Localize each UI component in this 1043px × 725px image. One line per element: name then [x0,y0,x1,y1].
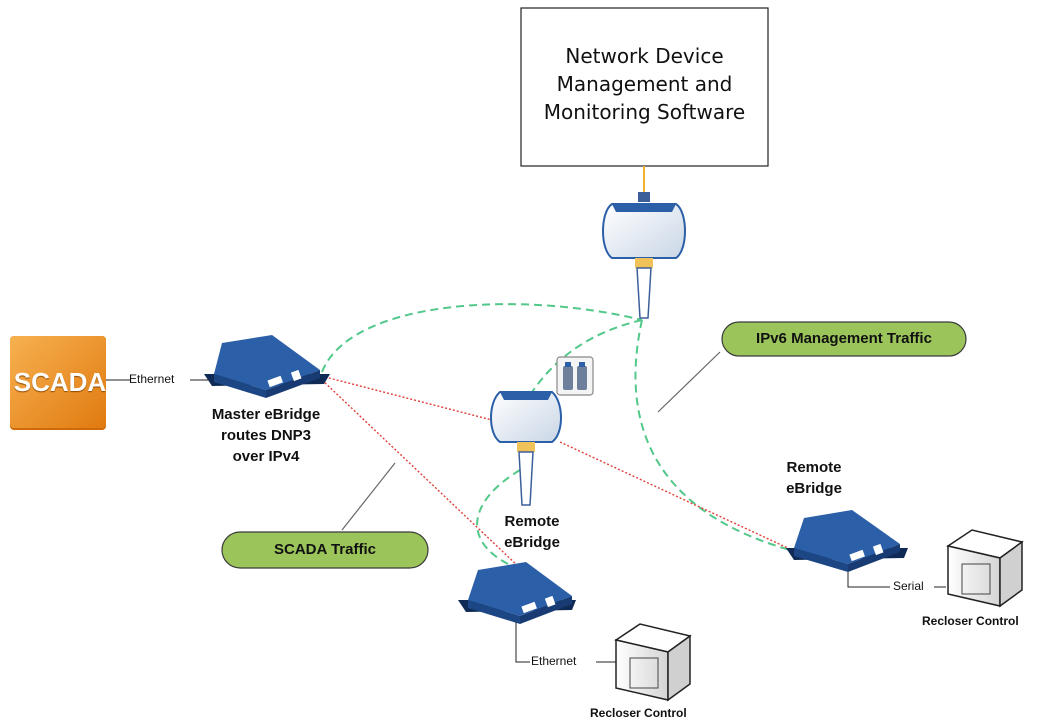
nms-label: Network Device Management and Monitoring… [522,42,767,126]
master-label-line3: over IPv4 [232,448,300,465]
recloser-right-label: Recloser Control [922,614,1019,628]
ipv6-callout-pill [721,321,967,357]
right-ebridge-device [786,510,908,572]
mgmt-path-remote-bottom [476,469,521,566]
master-ebridge-device [204,335,330,398]
scada-master-ethernet-label: Ethernet [129,372,175,386]
remote-right-label: Remote eBridge [762,457,866,499]
right-serial-label: Serial [893,579,924,593]
mgmt-path-master [321,303,643,373]
remote-center-line2: eBridge [504,534,560,551]
nms-box [520,7,769,167]
ipv6-callout-text: IPv6 Management Traffic [756,330,932,347]
master-ebridge-label: Master eBridge routes DNP3 over IPv4 [196,404,336,467]
mgmt-path-remote-center [529,319,643,396]
scada-path-master-bottom [321,379,521,569]
remote-right-line1: Remote [786,459,842,476]
scada-icon [10,336,106,430]
right-serial-link [847,572,946,588]
mgmt-path-remote-right [634,319,791,551]
nms-label-line2: Management and [556,72,733,96]
remote-center-line1: Remote [504,513,560,530]
scada-callout-pill [221,531,429,569]
bottom-ethernet-link [515,622,616,663]
remote-right-line2: eBridge [786,480,842,497]
scada-path-master-center [324,376,493,421]
nms-label-line1: Network Device [565,44,724,68]
bottom-ebridge-device [458,562,576,624]
scada-callout-text: SCADA Traffic [274,541,376,558]
bottom-ethernet-label: Ethernet [531,654,577,668]
recloser-bottom-label: Recloser Control [590,706,687,720]
recloser-bottom-icon [614,623,692,702]
recloser-right-icon [946,529,1024,608]
scada-path-center-right [559,441,793,551]
center-radio-icon [490,391,562,506]
ipv6-callout-leader [657,351,721,413]
battery-icon [556,356,594,396]
management-traffic-paths [321,303,791,566]
nms-radio-icon [602,192,686,319]
scada-label: SCADA [13,367,107,397]
scada-traffic-paths [321,376,793,569]
master-label-line2: routes DNP3 [220,427,312,444]
scada-callout-leader [341,462,396,531]
nms-label-line3: Monitoring Software [543,100,746,124]
master-label-line1: Master eBridge [211,406,321,423]
remote-center-label: Remote eBridge [480,511,584,553]
